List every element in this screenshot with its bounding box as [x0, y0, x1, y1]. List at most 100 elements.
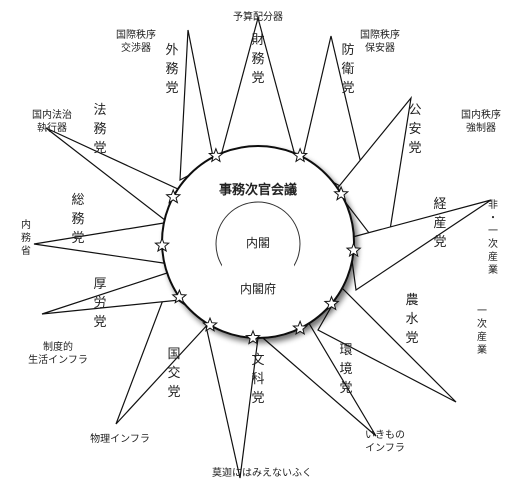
- party-name-boei: 防衛党: [341, 42, 354, 96]
- party-name-char: 党: [251, 71, 264, 86]
- party-triangle-gaimu: [179, 29, 215, 182]
- party-name-char: 文: [251, 353, 264, 368]
- party-caption-kokko: 物理インフラ: [90, 432, 150, 445]
- party-name-char: 衛: [341, 62, 354, 77]
- party-caption-line: インフラ: [365, 442, 405, 454]
- party-triangles: [33, 15, 492, 479]
- party-name-char: 環: [339, 343, 352, 358]
- ring-star-3: [345, 242, 362, 258]
- party-name-char: 財: [251, 33, 264, 48]
- party-caption-line: 国内秩序: [461, 108, 501, 121]
- party-caption-char: 内: [21, 218, 31, 231]
- party-name-char: 務: [251, 52, 264, 67]
- party-caption-line: 保安器: [365, 41, 395, 54]
- party-caption-line: 強制器: [466, 121, 496, 134]
- inner-circle-gap: [222, 258, 294, 298]
- party-name-char: 労: [93, 296, 106, 311]
- ring-star-8: [171, 288, 188, 304]
- party-name-char: 交: [167, 365, 180, 381]
- party-caption-char: 非: [488, 199, 498, 211]
- party-name-char: 党: [433, 235, 446, 250]
- party-triangle-nosui: [317, 287, 457, 403]
- ring-star-0: [207, 147, 224, 163]
- party-name-char: 務: [165, 62, 178, 77]
- party-name-char: 務: [93, 122, 106, 137]
- party-caption-char: ・: [488, 213, 498, 224]
- party-name-korou: 厚労党: [93, 277, 106, 330]
- party-caption-line: 莫迦にはみえないふく: [212, 467, 312, 479]
- ring-star-9: [154, 237, 171, 253]
- party-triangle-korou: [41, 271, 181, 315]
- party-caption-line: 交渉器: [121, 41, 151, 54]
- party-name-char: 党: [405, 331, 418, 346]
- cabinet-office-label: 内閣府: [240, 281, 276, 296]
- party-name-char: 安: [408, 122, 421, 137]
- party-name-char: 境: [339, 362, 352, 377]
- party-name-char: 防: [341, 42, 354, 58]
- party-caption-line: 生活インフラ: [28, 353, 88, 366]
- party-name-char: 党: [339, 381, 352, 396]
- ring-star-10: [165, 188, 182, 204]
- party-triangle-homu: [45, 127, 181, 226]
- ring-star-5: [292, 319, 309, 336]
- party-triangle-keizai: [348, 199, 492, 292]
- party-caption-somu: 内務省: [21, 218, 31, 257]
- party-name-kokko: 国交党: [167, 347, 180, 400]
- party-caption-char: 業: [477, 343, 487, 356]
- party-name-char: 経: [433, 197, 446, 212]
- party-caption-line: 物理インフラ: [90, 432, 150, 445]
- party-caption-char: 次: [488, 237, 498, 250]
- party-name-char: 産: [433, 215, 446, 231]
- party-caption-line: 国内法治: [32, 108, 72, 121]
- party-caption-char: 業: [488, 263, 498, 276]
- party-caption-zaimu: 予算配分器: [233, 10, 283, 23]
- party-name-keizai: 経産党: [433, 197, 446, 250]
- ring-stars: [154, 147, 362, 345]
- party-name-char: 厚: [93, 277, 106, 292]
- party-name-char: 国: [167, 347, 180, 362]
- ring-star-6: [244, 329, 261, 345]
- party-caption-char: 産: [477, 330, 487, 343]
- party-caption-line: 国際秩序: [360, 28, 400, 41]
- party-name-char: 党: [167, 385, 180, 400]
- party-name-char: 党: [93, 141, 106, 156]
- ring-star-4: [323, 295, 340, 311]
- party-caption-char: 次: [477, 317, 487, 330]
- party-triangle-somu: [33, 221, 171, 265]
- party-caption-char: 省: [21, 244, 31, 257]
- party-caption-monka: 莫迦にはみえないふく: [212, 467, 312, 479]
- party-name-char: 党: [341, 81, 354, 96]
- party-caption-char: 一: [488, 226, 498, 237]
- party-name-nosui: 農水党: [405, 293, 418, 346]
- party-caption-line: 制度的: [43, 340, 73, 353]
- central-ring: 事務次官会議 内閣 内閣府: [161, 145, 355, 339]
- cabinet-label: 内閣: [246, 236, 270, 250]
- party-name-kankyo: 環境党: [339, 343, 352, 396]
- party-triangle-boei: [300, 35, 371, 204]
- party-name-homu: 法務党: [93, 103, 106, 156]
- party-name-char: 党: [93, 315, 106, 330]
- party-name-char: 務: [71, 212, 84, 227]
- party-caption-line: 予算配分器: [233, 10, 283, 23]
- party-name-char: 党: [165, 81, 178, 96]
- party-triangle-koan: [335, 95, 412, 257]
- party-name-monka: 文科党: [251, 353, 264, 406]
- party-triangle-monka: [205, 325, 259, 479]
- party-caption-char: 務: [21, 231, 31, 244]
- party-caption-line: 執行器: [37, 121, 67, 134]
- party-name-char: 党: [408, 141, 421, 156]
- ring-star-7: [201, 316, 219, 332]
- party-name-char: 党: [71, 231, 84, 246]
- ring-star-1: [292, 147, 309, 163]
- party-name-char: 総: [71, 193, 84, 208]
- party-name-gaimu: 外務党: [165, 43, 178, 96]
- party-name-char: 農: [405, 293, 418, 308]
- party-name-char: 外: [165, 43, 178, 58]
